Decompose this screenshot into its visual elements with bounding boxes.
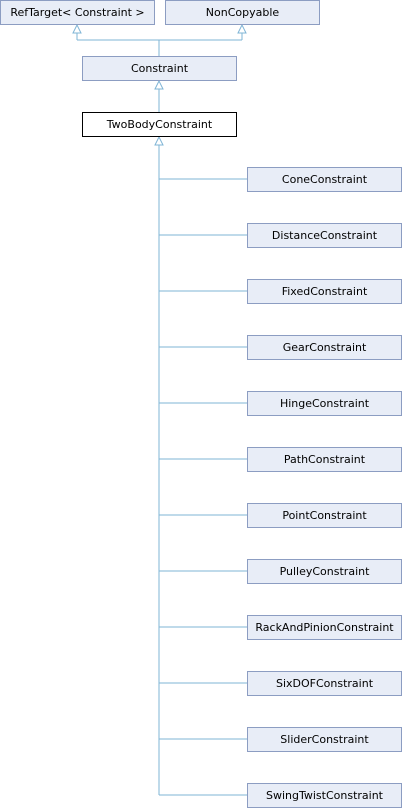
- class-node-slider-box: [247, 727, 402, 752]
- class-node-path-box: [247, 447, 402, 472]
- class-node-cone[interactable]: ConeConstraint: [247, 167, 402, 192]
- class-node-twobody-label: TwoBodyConstraint: [106, 118, 213, 131]
- class-node-rackandpinion[interactable]: RackAndPinionConstraint: [247, 615, 402, 640]
- class-node-sixdof-label: SixDOFConstraint: [276, 677, 374, 690]
- class-node-pulley-box: [247, 559, 402, 584]
- class-node-fixed-label: FixedConstraint: [282, 285, 368, 298]
- class-node-distance[interactable]: DistanceConstraint: [247, 223, 402, 248]
- class-node-path[interactable]: PathConstraint: [247, 447, 402, 472]
- class-node-fixed[interactable]: FixedConstraint: [247, 279, 402, 304]
- class-node-hinge-label: HingeConstraint: [280, 397, 370, 410]
- arrow-constraint: [154, 79, 164, 90]
- class-node-gear-box: [247, 335, 402, 360]
- arrow-noncopyable: [237, 23, 247, 34]
- class-node-twobody-box: [82, 112, 237, 137]
- arrow-twobody: [154, 135, 164, 146]
- class-node-constraint-label: Constraint: [131, 62, 189, 75]
- inheritance-edges: [72, 23, 247, 796]
- class-node-reftarget-box: [0, 0, 155, 25]
- class-node-sixdof-box: [247, 671, 402, 696]
- class-node-distance-label: DistanceConstraint: [272, 229, 378, 242]
- class-node-point[interactable]: PointConstraint: [247, 503, 402, 528]
- class-node-hinge[interactable]: HingeConstraint: [247, 391, 402, 416]
- class-node-point-label: PointConstraint: [282, 509, 367, 522]
- class-node-pulley-label: PulleyConstraint: [280, 565, 371, 578]
- class-node-slider-label: SliderConstraint: [280, 733, 369, 746]
- class-node-gear[interactable]: GearConstraint: [247, 335, 402, 360]
- class-node-gear-label: GearConstraint: [283, 341, 367, 354]
- class-node-reftarget[interactable]: RefTarget< Constraint >: [0, 0, 155, 25]
- class-node-rackandpinion-label: RackAndPinionConstraint: [255, 621, 394, 634]
- class-node-constraint[interactable]: Constraint: [82, 56, 237, 81]
- class-node-slider[interactable]: SliderConstraint: [247, 727, 402, 752]
- class-node-path-label: PathConstraint: [284, 453, 366, 466]
- class-node-twobody: TwoBodyConstraint: [82, 112, 237, 137]
- arrow-reftarget: [72, 23, 82, 34]
- class-node-swingtwist-label: SwingTwistConstraint: [266, 789, 384, 802]
- class-node-sixdof[interactable]: SixDOFConstraint: [247, 671, 402, 696]
- class-node-constraint-box: [82, 56, 237, 81]
- class-node-rackandpinion-box: [247, 615, 402, 640]
- class-node-pulley[interactable]: PulleyConstraint: [247, 559, 402, 584]
- class-node-swingtwist[interactable]: SwingTwistConstraint: [247, 783, 402, 808]
- class-node-noncopyable-label: NonCopyable: [206, 6, 280, 19]
- class-node-cone-label: ConeConstraint: [282, 173, 368, 186]
- class-node-noncopyable-box: [165, 0, 320, 25]
- class-node-swingtwist-box: [247, 783, 402, 808]
- class-node-noncopyable[interactable]: NonCopyable: [165, 0, 320, 25]
- class-node-distance-box: [247, 223, 402, 248]
- class-node-reftarget-label: RefTarget< Constraint >: [10, 6, 144, 19]
